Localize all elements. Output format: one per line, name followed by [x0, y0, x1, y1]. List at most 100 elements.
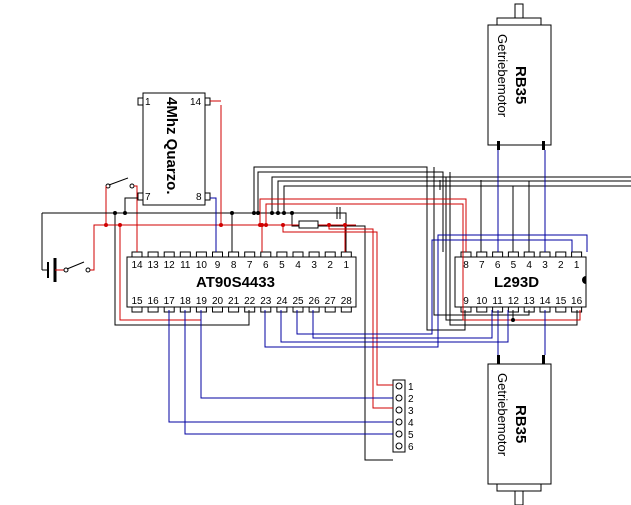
wire — [124, 197, 138, 213]
wire — [291, 213, 393, 461]
wire — [90, 224, 122, 271]
junction-dot — [270, 211, 274, 215]
driver-pin-label: 13 — [524, 296, 536, 307]
mcu-pin-3 — [308, 251, 320, 258]
wire — [312, 310, 493, 339]
motor-bottom-terminal-left — [497, 355, 500, 364]
mcu-pin-label: 17 — [164, 296, 176, 307]
mcu-pin-11 — [179, 251, 191, 258]
connector-pin-4[interactable] — [395, 418, 403, 426]
driver-pin-label: 14 — [539, 296, 551, 307]
crystal-pin-label-8: 8 — [196, 192, 202, 203]
driver-pin-10 — [476, 306, 488, 313]
driver-pin-label: 15 — [555, 296, 567, 307]
connector-pin-2[interactable] — [395, 394, 403, 402]
connector-pin-1[interactable] — [395, 382, 403, 390]
mcu-pin-12 — [163, 251, 175, 258]
driver-label: L293D — [494, 274, 539, 291]
connector-pin-3[interactable] — [395, 406, 403, 414]
mcu-pin-label: 21 — [228, 296, 240, 307]
mcu-pin-1 — [340, 251, 352, 258]
wire — [280, 310, 509, 343]
connector-pin-6[interactable] — [395, 442, 403, 450]
mcu-pin-21 — [228, 306, 240, 313]
mcu-label: AT90S4433 — [196, 274, 275, 291]
power-switch-lever[interactable] — [66, 261, 85, 270]
driver-pin-label: 1 — [574, 260, 580, 271]
driver-body — [454, 256, 587, 308]
crystal-pin-label-7: 7 — [145, 192, 151, 203]
mcu-pin-16 — [147, 306, 159, 313]
mcu-pin-label: 20 — [212, 296, 224, 307]
wire — [200, 310, 393, 399]
driver-notch — [582, 276, 586, 284]
connector-pin-label: 5 — [408, 430, 414, 441]
mcu-pin-28 — [340, 306, 352, 313]
connector-pin-5[interactable] — [395, 430, 403, 438]
junction-dot — [343, 223, 347, 227]
mcu-pin-label: 8 — [231, 260, 237, 271]
driver-pin-1 — [571, 251, 583, 258]
junction-dot — [260, 223, 264, 227]
resistor — [298, 220, 319, 229]
mcu-pin-2 — [324, 251, 336, 258]
motor-top-body — [487, 24, 552, 146]
mcu-pin-label: 28 — [341, 296, 353, 307]
crystal-pin-7 — [137, 192, 144, 201]
mcu-pin-label: 22 — [244, 296, 256, 307]
mcu-pin-22 — [244, 306, 256, 313]
motor-bottom-type: Getriebemotor — [495, 373, 510, 457]
wire — [328, 225, 393, 409]
driver-pin-9 — [460, 306, 472, 313]
mcu-pin-label: 4 — [295, 260, 301, 271]
mcu-pin-label: 5 — [279, 260, 285, 271]
driver-pin-label: 7 — [479, 260, 485, 271]
wire — [264, 234, 588, 348]
mcu-pin-25 — [292, 306, 304, 313]
mcu-pin-27 — [324, 306, 336, 313]
connector-body — [392, 379, 406, 453]
motor-bottom-flange — [496, 483, 542, 492]
connector-pin-label: 2 — [408, 394, 414, 405]
wire — [296, 239, 573, 335]
mcu-pin-label: 19 — [196, 296, 208, 307]
mcu-pin-label: 11 — [180, 260, 191, 271]
mcu-pin-9 — [212, 251, 223, 258]
crystal-pin-8 — [204, 192, 211, 201]
junction-dot — [290, 211, 294, 215]
crystal-oscillator: 1 14 7 8 4Mhz Quarzo. — [137, 92, 211, 206]
wire — [265, 203, 581, 321]
junction-dots — [104, 211, 515, 322]
mcu-pin-label: 10 — [196, 260, 208, 271]
wire — [114, 213, 250, 326]
mcu-pin-label: 2 — [327, 260, 333, 271]
mcu-pin-14 — [131, 251, 143, 258]
wire — [259, 198, 467, 252]
junction-dot — [282, 211, 286, 215]
wire — [282, 225, 393, 386]
driver-pin-label: 10 — [476, 296, 488, 307]
driver-pin-label: 4 — [526, 260, 532, 271]
driver-pin-5 — [507, 251, 519, 258]
driver-pin-label: 6 — [495, 260, 501, 271]
wire — [257, 171, 444, 252]
mcu-pin-4 — [292, 251, 304, 258]
mcu-pin-label: 14 — [131, 260, 143, 271]
mcu-pin-label: 6 — [263, 260, 269, 271]
wire — [253, 166, 466, 331]
driver-pin-6 — [492, 251, 504, 258]
wire — [271, 176, 631, 213]
mcu-pin-23 — [260, 306, 272, 313]
power-supply — [41, 177, 138, 282]
driver-pin-7 — [476, 251, 488, 258]
mcu-pin-label: 18 — [180, 296, 192, 307]
connector-pin-label: 3 — [408, 406, 414, 417]
connector-pin-label: 6 — [408, 442, 414, 453]
reset-switch-lever[interactable] — [108, 177, 129, 186]
wire — [433, 167, 530, 316]
motor-top: RB35 Getriebemotor — [487, 3, 552, 150]
mcu-pin-label: 13 — [148, 260, 160, 271]
